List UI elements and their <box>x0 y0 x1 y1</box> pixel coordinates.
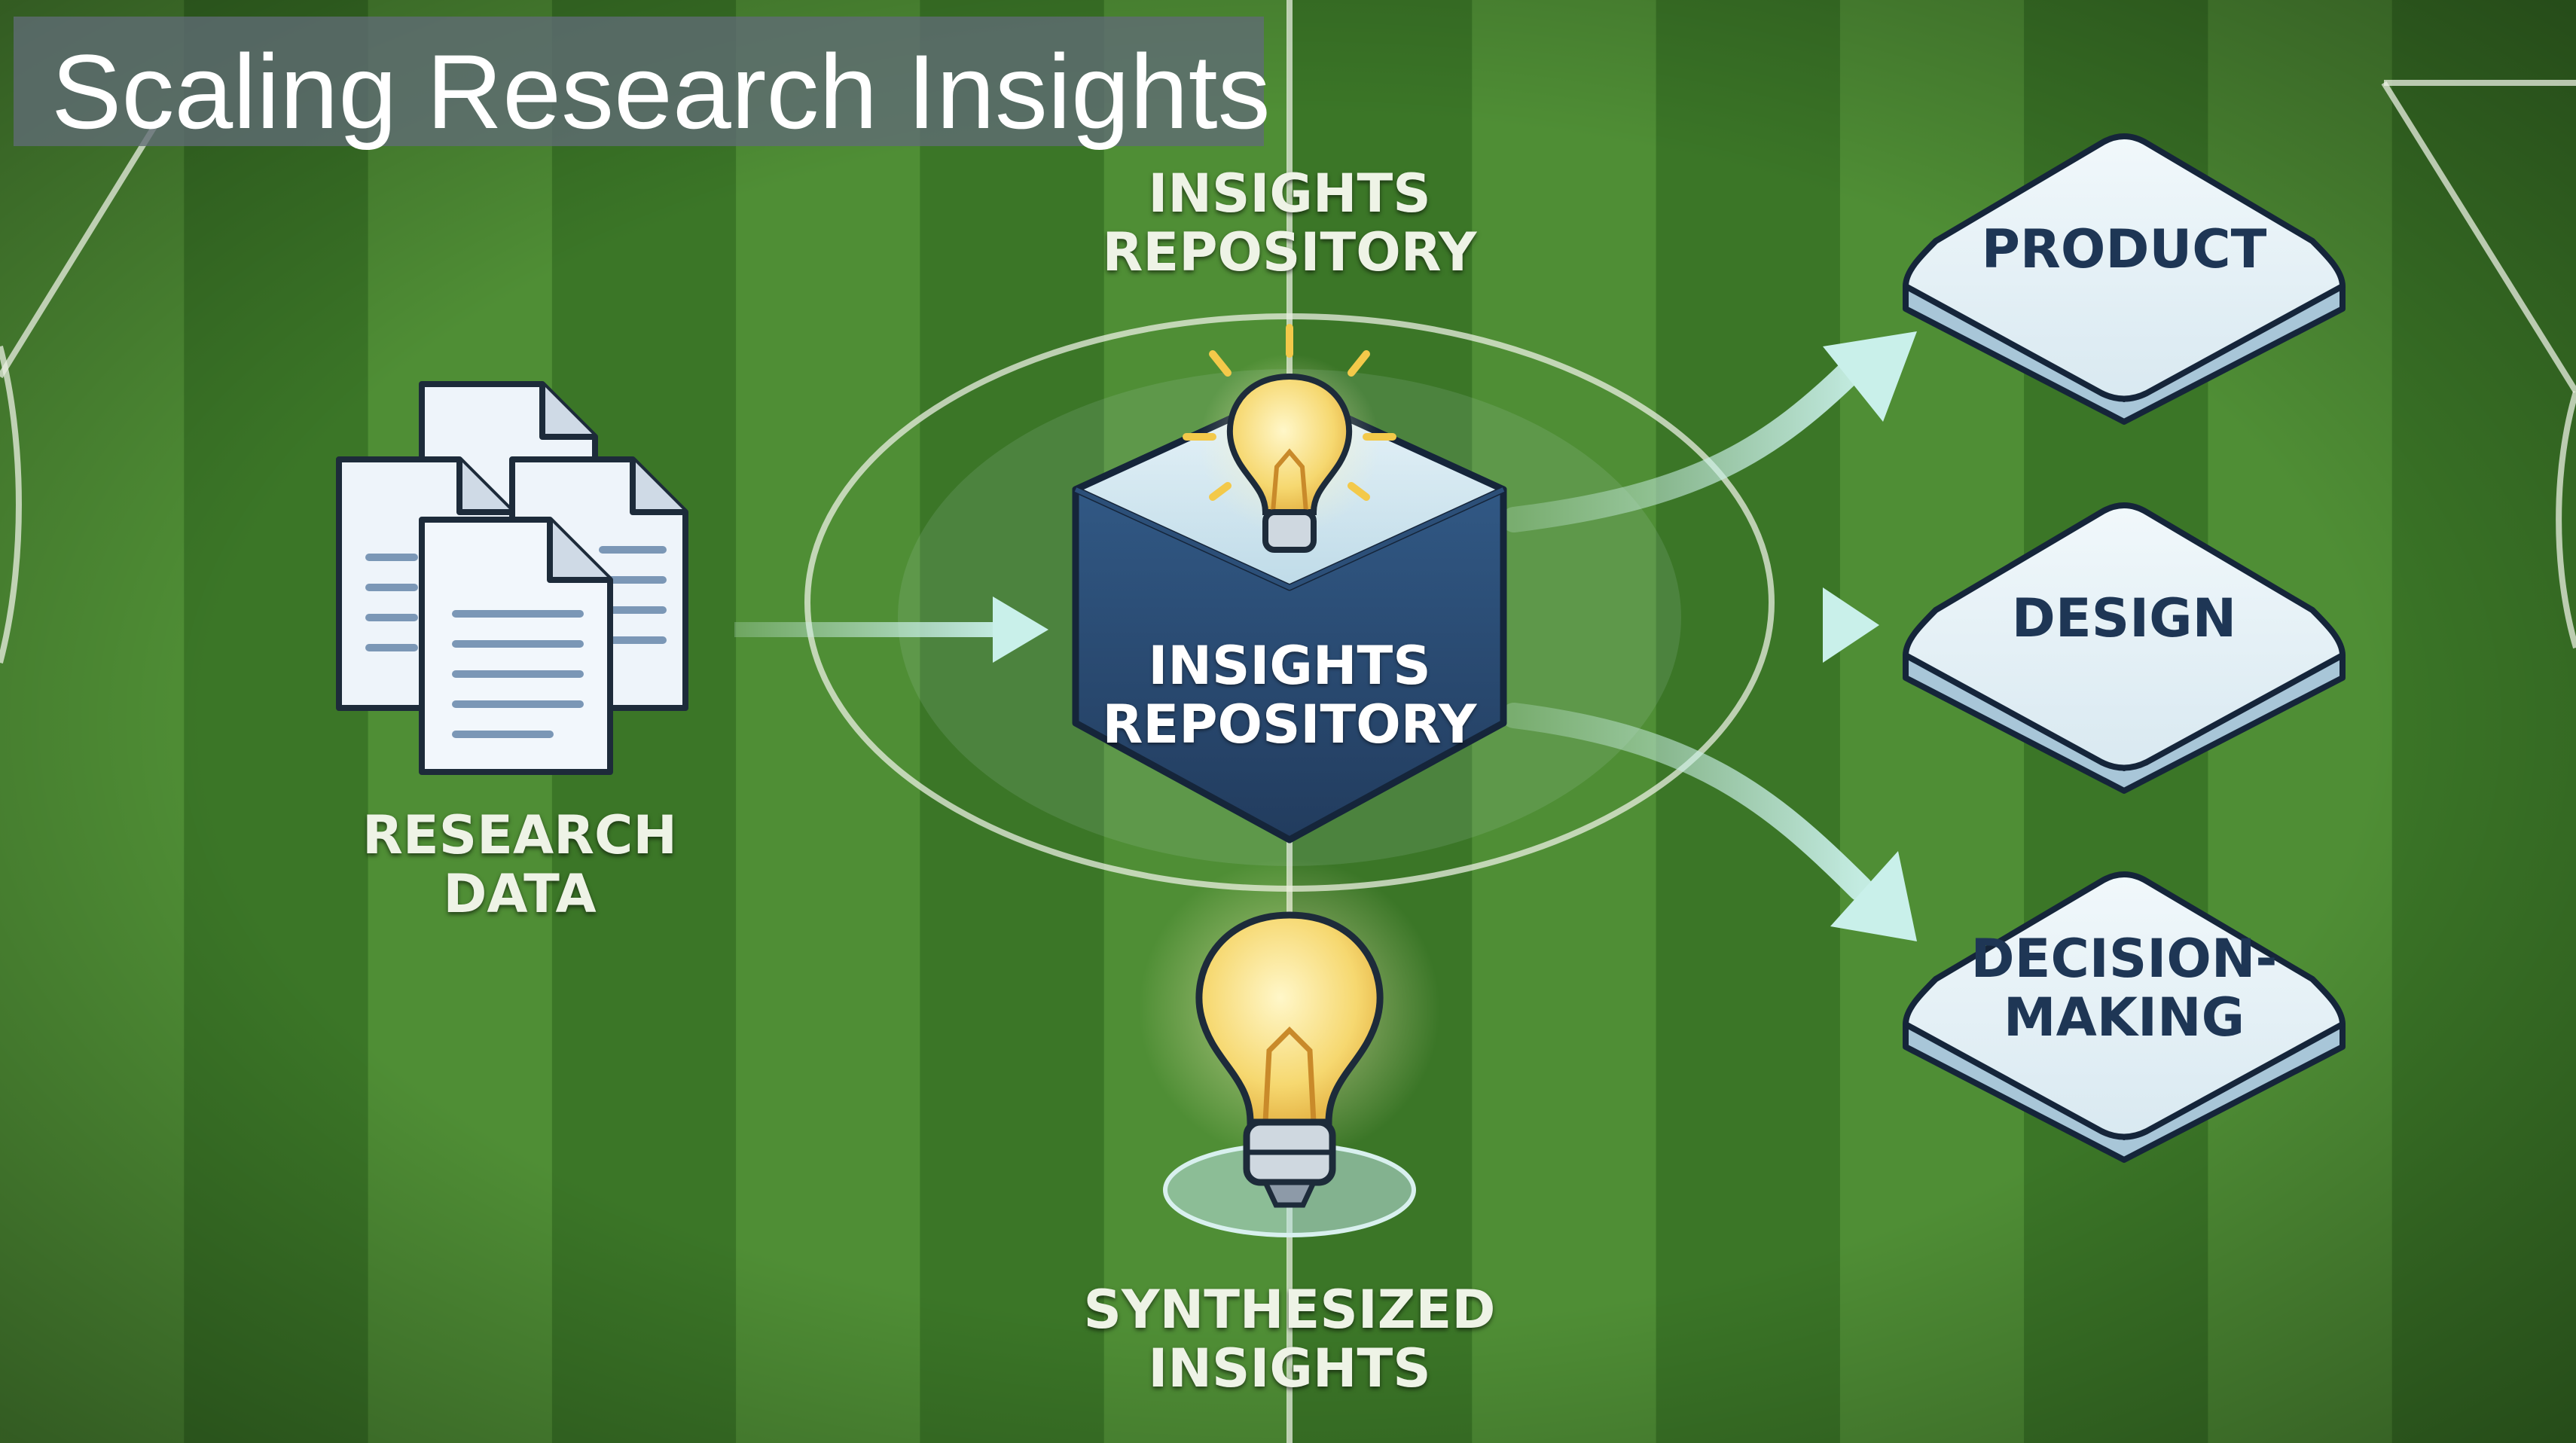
output-arrows <box>1501 331 1917 941</box>
research-data-label-line: DATA <box>443 863 597 926</box>
top-label-line: INSIGHTS <box>1148 163 1431 224</box>
research-data-label-line: RESEARCH <box>362 804 677 866</box>
top-label: INSIGHTS REPOSITORY <box>1064 164 1515 282</box>
lightbulb-icon <box>1183 324 1396 553</box>
output-decision-line: MAKING <box>2003 987 2245 1049</box>
input-arrow <box>734 596 1048 663</box>
title-banner: Scaling Research Insights <box>14 17 1271 146</box>
output-design-line: DESIGN <box>2011 587 2237 649</box>
output-decision-line: DECISION- <box>1970 928 2278 990</box>
output-panels <box>1903 133 2346 1163</box>
output-product: PRODUCT <box>1936 220 2312 279</box>
synthesized-label-line: INSIGHTS <box>1148 1338 1431 1400</box>
repository-label-line: INSIGHTS <box>1148 635 1431 697</box>
top-label-line: REPOSITORY <box>1102 221 1477 284</box>
output-decision-making: DECISION- MAKING <box>1936 929 2312 1048</box>
research-data-label: RESEARCH DATA <box>294 806 746 924</box>
repository-label-line: REPOSITORY <box>1102 694 1477 756</box>
synthesized-label: SYNTHESIZED INSIGHTS <box>1026 1280 1553 1399</box>
output-design: DESIGN <box>1936 589 2312 648</box>
repository-label: INSIGHTS REPOSITORY <box>1079 636 1500 755</box>
page-title: Scaling Research Insights <box>51 32 1271 151</box>
output-product-line: PRODUCT <box>1981 218 2267 280</box>
document-stack-icon <box>336 381 688 775</box>
synthesized-label-line: SYNTHESIZED <box>1083 1279 1496 1341</box>
lightbulb-icon <box>1139 859 1440 1237</box>
